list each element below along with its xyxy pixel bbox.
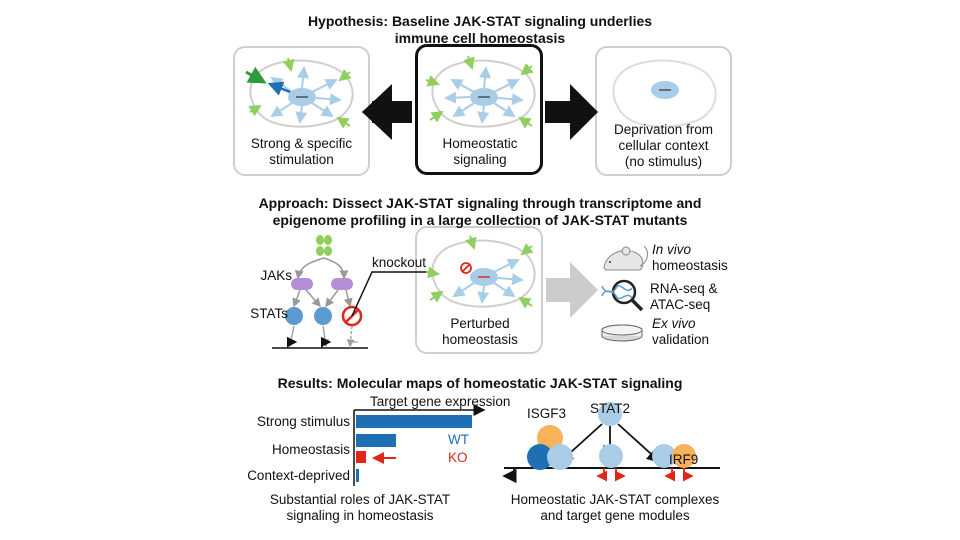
panel3-caption-line1: Deprivation from bbox=[613, 122, 714, 137]
panel2-caption-line1: Homeostatic bbox=[442, 136, 518, 151]
stat-2 bbox=[314, 307, 332, 325]
mouse-icon bbox=[603, 245, 648, 271]
approach-title-line2: epigenome profiling in a large collectio… bbox=[272, 212, 688, 228]
cell-strong-stimulation bbox=[245, 57, 354, 129]
chart-axis-label: Target gene expression bbox=[370, 394, 511, 409]
panel1-caption-line1: Strong & specific bbox=[250, 136, 353, 151]
output-ex-vivo-line2: validation bbox=[652, 332, 710, 347]
irf9-orange bbox=[672, 444, 696, 468]
cell-perturbed bbox=[425, 235, 536, 309]
isgf3-darkblue bbox=[527, 444, 553, 470]
petri-dish-icon bbox=[601, 324, 643, 342]
output-sequencing-line1: RNA-seq & bbox=[650, 281, 718, 296]
results-title: Results: Molecular maps of homeostatic J… bbox=[277, 375, 683, 391]
ko-label: KO bbox=[448, 450, 468, 465]
row-context-deprived: Context-deprived bbox=[247, 468, 350, 483]
wt-label: WT bbox=[448, 432, 469, 447]
right-caption: Homeostatic JAK-STAT complexes and targe… bbox=[490, 492, 740, 524]
perturbed-caption-line2: homeostasis bbox=[442, 332, 518, 347]
panel3-caption: Deprivation from cellular context (no st… bbox=[595, 122, 732, 170]
jaks-label: JAKs bbox=[260, 268, 292, 283]
knockout-pointer bbox=[351, 271, 452, 317]
perturbed-caption: Perturbed homeostasis bbox=[415, 316, 545, 348]
row-homeostasis: Homeostasis bbox=[271, 442, 350, 457]
perturbed-caption-line1: Perturbed bbox=[450, 316, 510, 331]
jak-1 bbox=[291, 278, 313, 290]
panel2-caption-line2: signaling bbox=[453, 152, 507, 167]
left-caption-line1: Substantial roles of JAK-STAT bbox=[269, 492, 451, 507]
irf9-label: IRF9 bbox=[669, 452, 699, 467]
gene-arrow-black bbox=[502, 468, 517, 484]
stat-1 bbox=[285, 307, 303, 325]
cell-homeostatic bbox=[425, 55, 536, 129]
panel3-caption-line3: (no stimulus) bbox=[624, 154, 703, 169]
approach-title-line1: Approach: Dissect JAK-STAT signaling thr… bbox=[258, 195, 702, 211]
output-ex-vivo-line1: Ex vivo bbox=[652, 316, 696, 331]
gene-arrow-red-1 bbox=[596, 468, 607, 482]
panel1-caption: Strong & specific stimulation bbox=[233, 136, 370, 168]
isgf3-label: ISGF3 bbox=[527, 406, 567, 421]
stat2-middle-circle bbox=[599, 444, 623, 468]
output-sequencing: RNA-seq & ATAC-seq bbox=[650, 281, 760, 313]
cell-deprived bbox=[612, 59, 717, 128]
complex-diagram bbox=[502, 402, 720, 484]
row-strong-stimulus: Strong stimulus bbox=[256, 414, 350, 429]
left-caption: Substantial roles of JAK-STAT signaling … bbox=[240, 492, 480, 524]
stat2-circle bbox=[598, 402, 622, 426]
knockout-label: knockout bbox=[372, 255, 427, 270]
bar-context-deprived-wt bbox=[356, 469, 359, 482]
left-caption-line2: signaling in homeostasis bbox=[286, 508, 434, 523]
output-in-vivo: In vivo homeostasis bbox=[652, 242, 762, 274]
output-in-vivo-line1: In vivo bbox=[652, 242, 692, 257]
stats-label: STATs bbox=[250, 306, 288, 321]
gray-output-arrow bbox=[546, 262, 598, 318]
right-caption-line1: Homeostatic JAK-STAT complexes bbox=[510, 492, 720, 507]
gene-arrow-red-2 bbox=[615, 468, 626, 482]
output-sequencing-line2: ATAC-seq bbox=[650, 297, 711, 312]
magnifier-dna-icon bbox=[601, 279, 644, 312]
output-ex-vivo: Ex vivo validation bbox=[652, 316, 762, 348]
jak-2 bbox=[331, 278, 353, 290]
arrow-right-big bbox=[545, 84, 598, 140]
output-in-vivo-line2: homeostasis bbox=[652, 258, 728, 273]
results-bar-chart bbox=[353, 404, 486, 486]
approach-title: Approach: Dissect JAK-STAT signaling thr… bbox=[180, 195, 780, 229]
hypothesis-title: Hypothesis: Baseline JAK-STAT signaling … bbox=[230, 13, 730, 47]
arrow-left-big-head bbox=[362, 84, 392, 140]
panel1-caption-line2: stimulation bbox=[269, 152, 334, 167]
gene-arrow-red-4 bbox=[683, 468, 694, 482]
bar-homeostasis-ko bbox=[356, 451, 366, 463]
hypothesis-title-line2: immune cell homeostasis bbox=[394, 30, 566, 46]
gene-arrow-red-3 bbox=[664, 468, 675, 482]
bar-strong-stimulus-wt bbox=[356, 415, 472, 428]
panel3-caption-line2: cellular context bbox=[618, 138, 709, 153]
receptor-complex bbox=[294, 235, 349, 280]
right-caption-line2: and target gene modules bbox=[540, 508, 690, 523]
bar-homeostasis-wt bbox=[356, 434, 396, 447]
irf9-lightblue bbox=[652, 444, 676, 468]
panel2-caption: Homeostatic signaling bbox=[415, 136, 545, 168]
isgf3-lightblue bbox=[547, 444, 573, 470]
hypothesis-title-line1: Hypothesis: Baseline JAK-STAT signaling … bbox=[307, 13, 653, 29]
stat2-label: STAT2 bbox=[590, 401, 631, 416]
